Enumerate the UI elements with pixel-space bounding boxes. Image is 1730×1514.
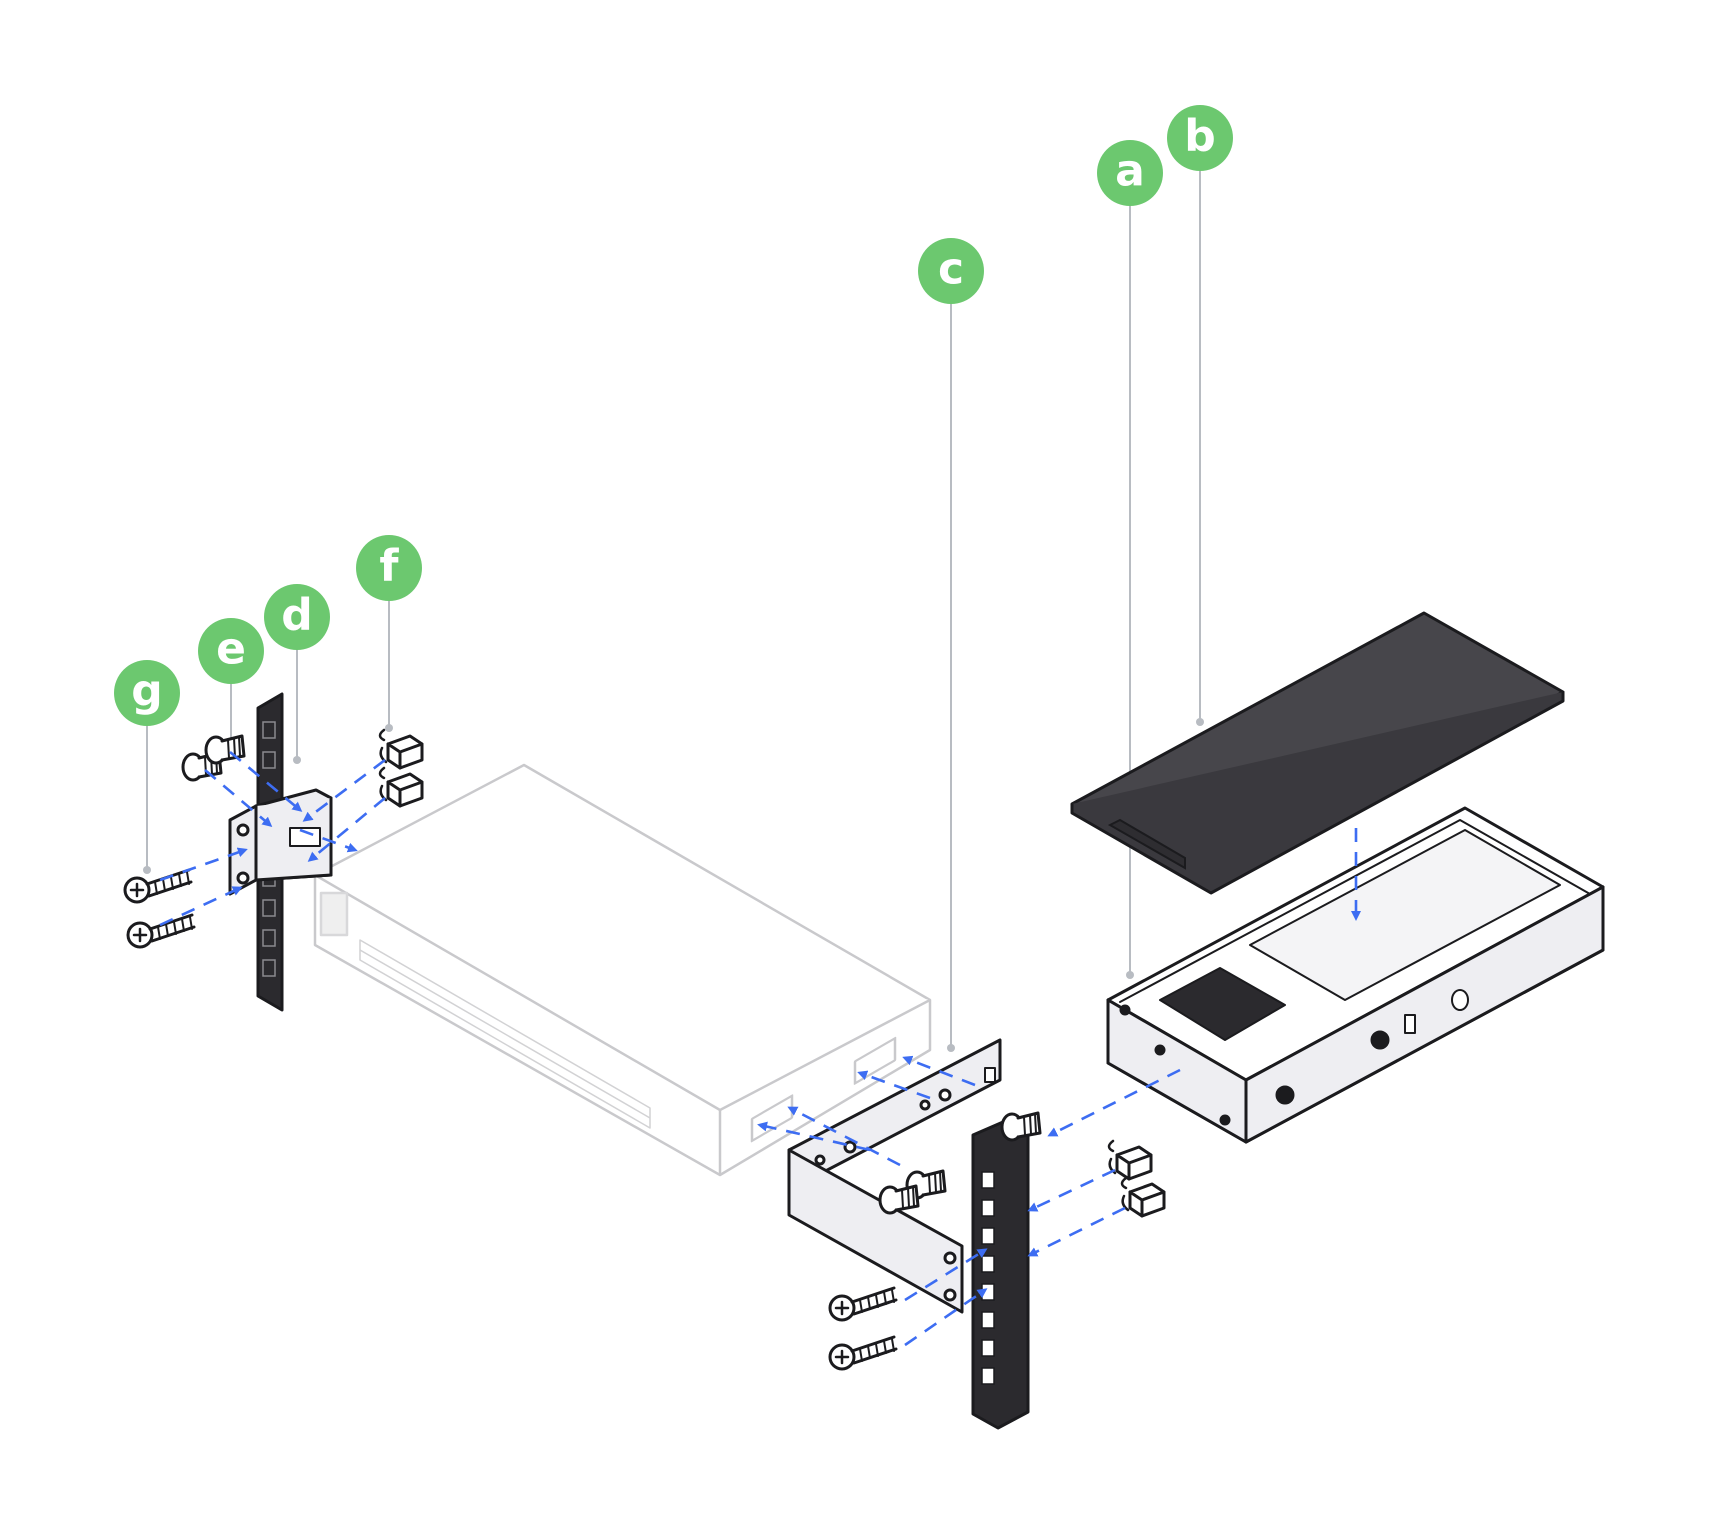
- label-e-text: e: [216, 624, 246, 675]
- switch-port-row: [359, 939, 651, 1129]
- left-cage-nut-1: [378, 728, 424, 770]
- label-d-text: d: [281, 590, 313, 641]
- left-screw-2: [126, 913, 196, 949]
- assembly-arrows: [159, 750, 1361, 1347]
- right-rack-rail: [971, 1120, 1030, 1430]
- label-f-text: f: [379, 541, 399, 592]
- enclosure-cover-panel: [1070, 611, 1565, 895]
- label-badge-c: c: [918, 238, 984, 304]
- label-badge-a: a: [1097, 140, 1163, 206]
- left-cage-nut-2: [378, 766, 424, 808]
- label-badge-e: e: [198, 618, 264, 684]
- label-badge-d: d: [264, 584, 330, 650]
- right-screw-2: [828, 1335, 898, 1371]
- label-c-text: c: [938, 244, 964, 295]
- right-cage-nut-2: [1120, 1176, 1166, 1218]
- label-g-text: g: [131, 666, 163, 717]
- left-screw-1: [123, 868, 193, 904]
- label-badge-f: f: [356, 535, 422, 601]
- network-switch: [313, 763, 932, 1177]
- label-b-text: b: [1184, 111, 1216, 162]
- right-screw-1: [828, 1286, 898, 1322]
- label-a-text: a: [1115, 146, 1145, 197]
- right-short-screw-3: [1000, 1111, 1042, 1142]
- right-mounting-bracket: [787, 1038, 1002, 1314]
- label-badge-b: b: [1167, 105, 1233, 171]
- right-short-screw-2: [878, 1184, 920, 1215]
- right-cage-nut-1: [1107, 1139, 1153, 1181]
- label-badge-g: g: [114, 660, 180, 726]
